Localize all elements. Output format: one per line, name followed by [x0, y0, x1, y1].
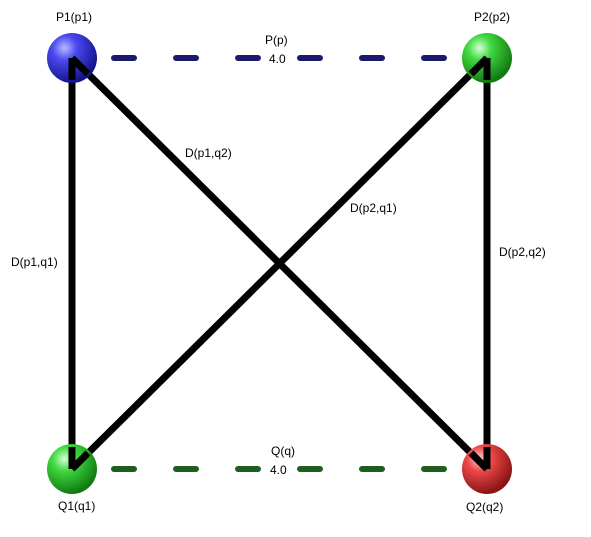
edge-q2-p1-tip: [468, 450, 490, 472]
edge-p2-q1-tip: [468, 55, 490, 77]
edge-q1-p2-tip: [69, 450, 91, 472]
edge-label-p1-q1: D(p1,q1): [11, 255, 58, 269]
edge-value-q: 4.0: [270, 463, 287, 477]
node-label-q1: Q1(q1): [58, 499, 95, 513]
edge-label-p1-q2: D(p1,q2): [185, 146, 232, 160]
edge-p1-q2-tip: [69, 55, 91, 77]
edge-label-q: Q(q): [271, 444, 295, 458]
node-label-q2: Q2(q2): [466, 500, 503, 514]
node-label-p2: P2(p2): [474, 10, 510, 24]
edge-label-p2-q1: D(p2,q1): [350, 201, 397, 215]
edge-p2-q1: [68, 54, 491, 473]
edge-value-p: 4.0: [269, 52, 286, 66]
edge-label-p2-q2: D(p2,q2): [499, 245, 546, 259]
edge-label-p: P(p): [265, 33, 288, 47]
node-label-p1: P1(p1): [56, 10, 92, 24]
